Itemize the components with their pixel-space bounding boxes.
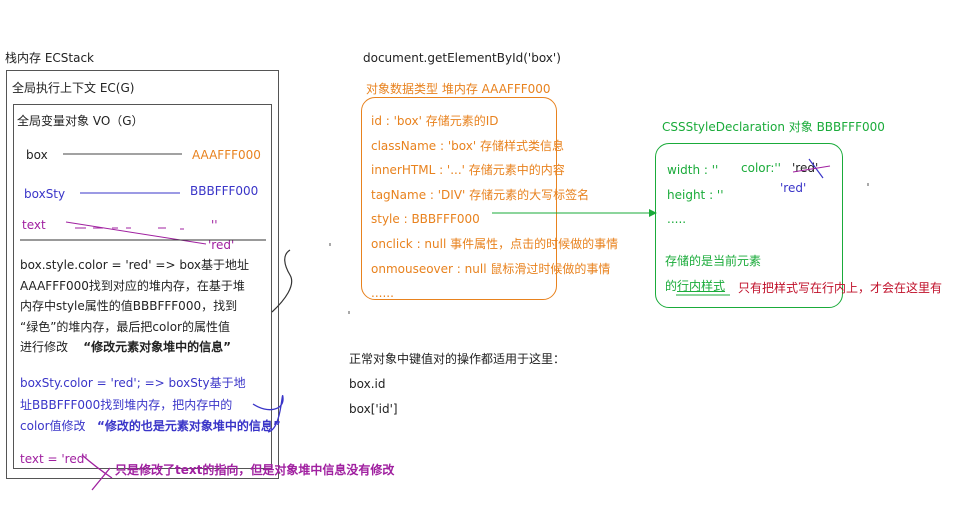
desc2: boxSty.color = 'red'; => boxSty基于地 址BBBF… xyxy=(20,373,281,438)
var-box: box xyxy=(26,148,48,162)
desc1-line: 内存中style属性的值BBBFFF000，找到 xyxy=(20,299,238,313)
css-label: CSSStyleDeclaration 对象 BBBFFF000 xyxy=(662,120,885,134)
css-note2-underline: 行内样式 xyxy=(677,279,726,293)
heap-prop: tagName : 'DIV' 存储元素的大写标签名 xyxy=(371,187,590,202)
desc2-line: boxSty.color = 'red'; => boxSty基于地 xyxy=(20,376,246,390)
css-color-key: color:'' xyxy=(741,161,781,175)
desc1-line: AAAFFF000找到对应的堆内存，在基于堆 xyxy=(20,278,245,293)
desc2-line: 址BBBFFF000找到堆内存，把内存中的 xyxy=(20,397,233,412)
desc2-line-last: color值修改 xyxy=(20,419,86,433)
css-prop: ..... xyxy=(667,212,687,226)
heap-prop: ...... xyxy=(371,286,394,301)
heap-prop: innerHTML : '...' 存储元素中的内容 xyxy=(371,163,565,178)
heap-prop: className : 'box' 存储样式类信息 xyxy=(371,138,564,153)
css-note1: 存储的是当前元素 xyxy=(665,254,762,268)
desc1-line-last: 进行修改 xyxy=(20,340,69,354)
desc2-line: color值修改 “修改的也是元素对象堆中的信息” xyxy=(20,416,281,438)
normal-line: box.id xyxy=(349,377,386,391)
heap-props: id : 'box' 存储元素的ID className : 'box' 存储样… xyxy=(371,109,618,306)
css-note2-prefix: 的 xyxy=(665,279,678,293)
normal-note: 正常对象中键值对的操作都适用于这里： box.id box['id'] xyxy=(349,347,565,422)
normal-heading: 正常对象中键值对的操作都适用于这里： xyxy=(349,352,566,366)
heap-label: 对象数据类型 堆内存 AAAFFF000 xyxy=(366,82,551,96)
vo-title: 全局变量对象 VO（G） xyxy=(17,114,144,128)
desc1-emphasis: “修改元素对象堆中的信息” xyxy=(83,340,232,354)
heap-prop: id : 'box' 存储元素的ID xyxy=(371,114,499,128)
desc1-line: 进行修改 “修改元素对象堆中的信息” xyxy=(20,337,249,358)
heap-heading: document.getElementById('box') xyxy=(363,51,561,65)
heap-prop: onmouseover : null 鼠标滑过时候做的事情 xyxy=(371,261,611,276)
css-note2: 的行内样式 xyxy=(665,278,725,294)
stack-title: 栈内存 ECStack xyxy=(5,51,94,65)
vo-frame xyxy=(13,104,272,469)
css-props: width : '' height : '' ..... xyxy=(667,158,724,232)
desc2-emphasis: “修改的也是元素对象堆中的信息” xyxy=(97,419,281,433)
css-prop: height : '' xyxy=(667,187,724,202)
heap-prop: style : BBBFFF000 xyxy=(371,212,480,227)
desc1: box.style.color = 'red' => box基于地址 AAAFF… xyxy=(20,255,249,358)
val-text-new: 'red' xyxy=(208,238,235,252)
css-color-val: 'red' xyxy=(792,161,819,175)
ec-title: 全局执行上下文 EC(G) xyxy=(12,81,135,95)
var-boxsty: boxSty xyxy=(24,187,66,201)
val-text: '' xyxy=(211,218,218,232)
val-boxsty: BBBFFF000 xyxy=(190,184,259,198)
heap-object-box xyxy=(361,97,557,300)
val-box: AAAFFF000 xyxy=(192,148,261,162)
css-note3: 只有把样式写在行内上，才会在这里有 xyxy=(738,281,943,295)
css-prop: width : '' xyxy=(667,163,719,177)
css-object-box xyxy=(655,143,843,308)
heap-prop: onclick : null 事件属性，点击的时候做的事情 xyxy=(371,236,619,251)
var-text: text xyxy=(22,218,46,232)
normal-line: box['id'] xyxy=(349,402,398,416)
text-note: 只是修改了text的指向，但是对象堆中信息没有修改 xyxy=(115,463,395,477)
desc1-line: “绿色”的堆内存，最后把color的属性值 xyxy=(20,319,230,334)
text-assign: text = 'red' xyxy=(20,452,88,466)
desc1-line: box.style.color = 'red' => box基于地址 xyxy=(20,258,250,272)
css-color-val-new: 'red' xyxy=(780,181,807,195)
